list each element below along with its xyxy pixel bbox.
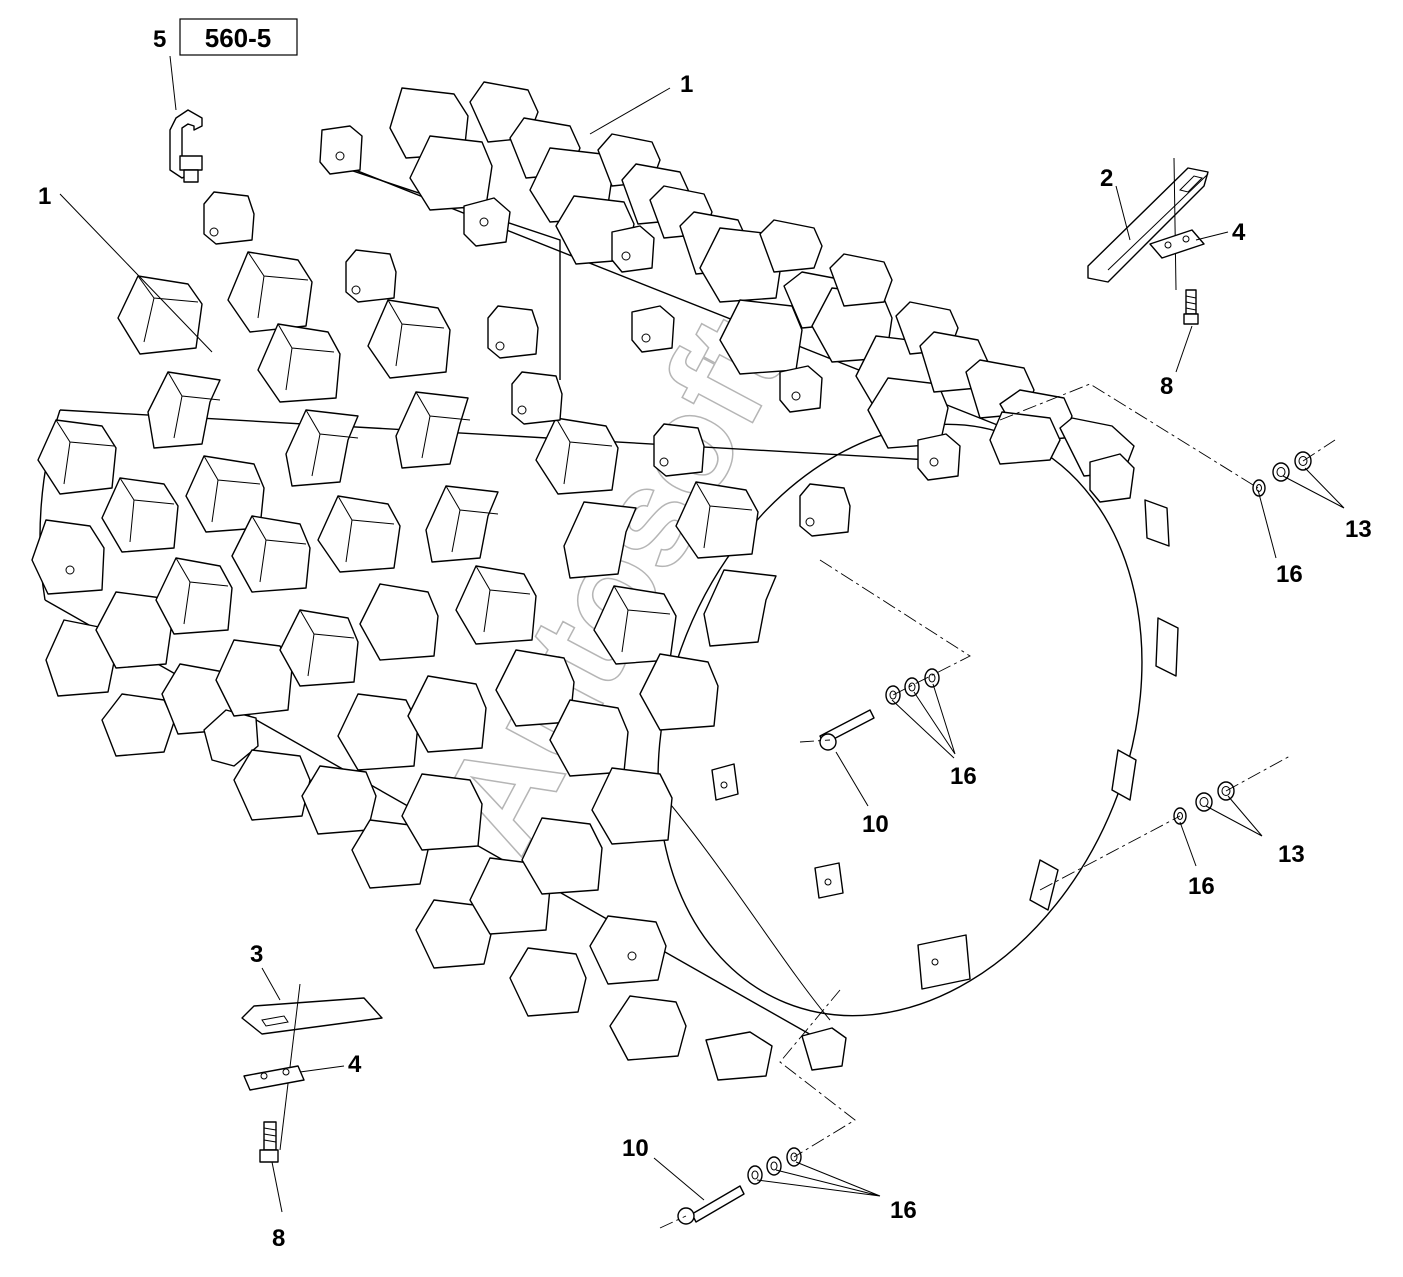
- washer-nut-set-lower-right: [1173, 781, 1235, 825]
- callout-3: 3: [250, 941, 263, 968]
- callout-4: 4: [348, 1051, 362, 1078]
- bolt-10-center: [819, 709, 875, 751]
- callout-10: 10: [622, 1135, 649, 1162]
- rim-lugs: [203, 191, 851, 537]
- callout-labels: 5 1 1 2 4 8 13 16 16 10 13 16 3 4 8 10 1…: [38, 26, 1372, 1252]
- callout-4: 4: [1232, 219, 1246, 246]
- callout-8: 8: [272, 1225, 285, 1252]
- bolt-10-lower: [677, 1185, 745, 1225]
- washer-set-lower: [747, 1147, 802, 1185]
- callout-16: 16: [890, 1197, 917, 1224]
- callout-5: 5: [153, 26, 166, 53]
- front-segment-pads: [31, 251, 847, 1081]
- callout-16: 16: [1276, 561, 1303, 588]
- leader-lines: [59, 87, 1345, 1213]
- reference-box-label: 560-5: [205, 23, 272, 53]
- scraper-blade-2: [1087, 157, 1209, 291]
- end-face-tabs: [711, 499, 1179, 990]
- washer-set-center: [885, 668, 940, 705]
- reference-box: [179, 18, 298, 56]
- callout-1: 1: [38, 183, 51, 210]
- assembly-centerlines: [659, 383, 1336, 1229]
- padfoot-drum: [31, 81, 1179, 1081]
- callout-2: 2: [1100, 165, 1113, 192]
- back-segment-pads: [319, 81, 1135, 503]
- washer-nut-set-upper-right: [1252, 451, 1312, 497]
- bolt-8-upper: [1183, 289, 1199, 325]
- clamp-part-5: [169, 55, 203, 183]
- spacer-plate-4: [1149, 229, 1205, 259]
- callout-16: 16: [1188, 873, 1215, 900]
- callout-13: 13: [1345, 516, 1372, 543]
- callout-8: 8: [1160, 373, 1173, 400]
- callout-13: 13: [1278, 841, 1305, 868]
- callout-1: 1: [680, 71, 693, 98]
- callout-16: 16: [950, 763, 977, 790]
- spacer-plate-4-lower: [243, 1065, 305, 1091]
- bolt-8-lower: [259, 1121, 279, 1163]
- callout-10: 10: [862, 811, 889, 838]
